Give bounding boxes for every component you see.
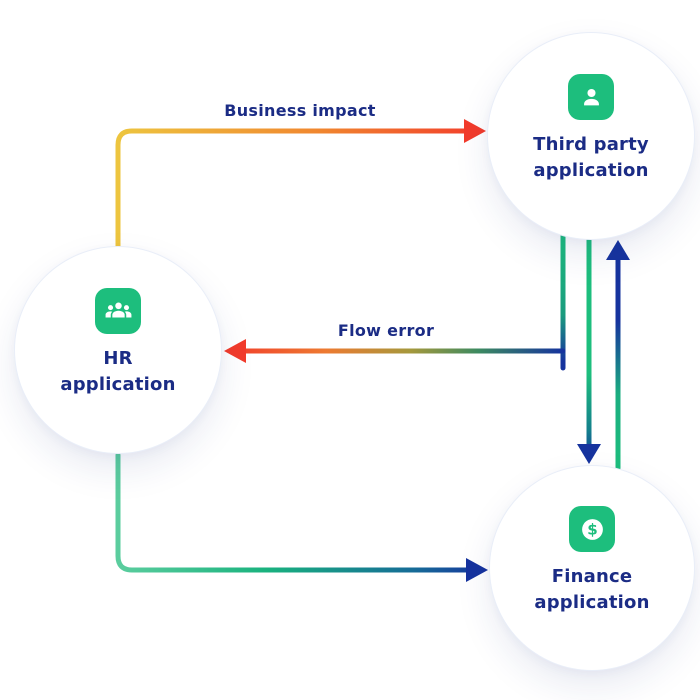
node-label-finance: Finance application — [534, 566, 650, 613]
edge-label-flow-error: Flow error — [337, 321, 435, 340]
edge-business-impact — [115, 119, 486, 249]
arrowhead-right-red — [464, 119, 486, 143]
arrowhead-up-navy — [606, 240, 630, 260]
edge-flow-error — [224, 232, 566, 371]
edge-third-to-finance — [577, 236, 601, 464]
edge-label-business-impact: Business impact — [224, 101, 376, 120]
arrowhead-down-navy — [577, 444, 601, 464]
edge-hr-to-finance — [115, 452, 488, 582]
svg-text:$: $ — [587, 521, 598, 539]
arrowhead-left-red — [224, 339, 246, 363]
arrowhead-right-navy — [466, 558, 488, 582]
node-hr-application: HR application — [15, 247, 221, 453]
dollar-icon: $ — [569, 506, 615, 553]
person-icon — [568, 74, 614, 121]
node-third-party-application: Third party application — [488, 33, 694, 239]
edge-finance-to-third — [606, 240, 630, 471]
people-icon — [95, 288, 141, 335]
node-finance-application: $ Finance application — [490, 466, 694, 670]
node-label-third-party: Third party application — [533, 134, 649, 181]
node-label-hr: HR application — [60, 348, 176, 395]
